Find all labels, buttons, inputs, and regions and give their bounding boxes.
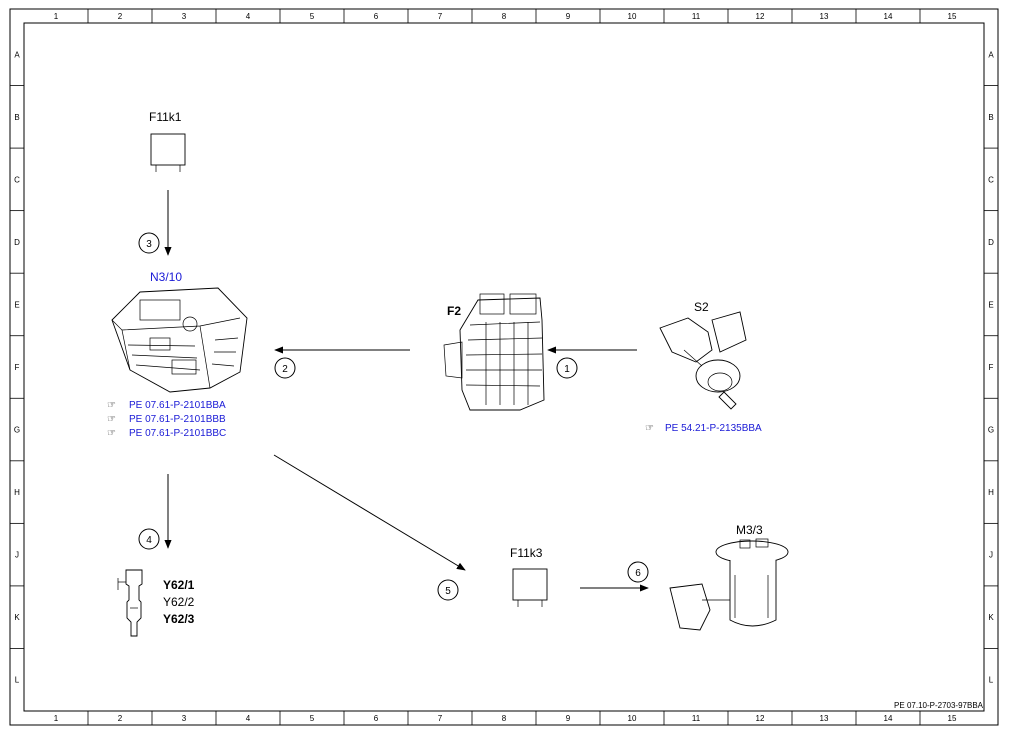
row-label-left-A: A <box>14 50 20 59</box>
col-label-top-5: 5 <box>310 12 315 21</box>
col-label-top-11: 11 <box>692 12 701 21</box>
row-label-left-E: E <box>14 300 19 309</box>
col-label-bottom-11: 11 <box>692 714 701 723</box>
col-label-bottom-8: 8 <box>502 714 507 723</box>
fuel-pump-m3-3: M3/3 <box>669 523 789 631</box>
col-label-top-1: 1 <box>54 12 59 21</box>
row-label-right-D: D <box>988 238 994 247</box>
col-label-bottom-7: 7 <box>438 714 443 723</box>
label-m3-3: M3/3 <box>736 523 763 537</box>
ignition-switch-s2: S2 <box>659 300 747 410</box>
grid-labels: 1122334455667788991010111112121313141415… <box>14 12 994 723</box>
col-label-top-13: 13 <box>820 12 829 21</box>
step-2: 2 <box>282 364 288 375</box>
col-label-top-12: 12 <box>756 12 765 21</box>
row-label-right-L: L <box>989 676 994 685</box>
label-y62-3: Y62/3 <box>163 612 195 626</box>
step-4: 4 <box>146 535 152 546</box>
col-label-top-2: 2 <box>118 12 123 21</box>
label-y62-2: Y62/2 <box>163 595 195 609</box>
step-3: 3 <box>146 239 152 250</box>
col-label-bottom-6: 6 <box>374 714 379 723</box>
col-label-bottom-5: 5 <box>310 714 315 723</box>
row-label-left-H: H <box>14 488 20 497</box>
col-label-bottom-15: 15 <box>948 714 957 723</box>
col-label-bottom-10: 10 <box>628 714 637 723</box>
col-label-top-4: 4 <box>246 12 251 21</box>
flow-arrows <box>164 190 649 592</box>
col-label-top-9: 9 <box>566 12 571 21</box>
document-id: PE 07.10-P-2703-97BBA <box>894 701 984 710</box>
row-label-left-B: B <box>14 113 19 122</box>
relay-f11k1: F11k1 <box>149 110 186 172</box>
ref-n3-10-3[interactable]: PE 07.61-P-2101BBC <box>129 428 226 439</box>
row-label-left-K: K <box>14 613 20 622</box>
control-unit-n3-10: N3/10 <box>111 270 248 393</box>
refs-s2: ☞ PE 54.21-P-2135BBA <box>645 423 762 434</box>
row-label-right-K: K <box>988 613 994 622</box>
row-label-right-H: H <box>988 488 994 497</box>
ref-n3-10-1[interactable]: PE 07.61-P-2101BBA <box>129 400 226 411</box>
col-label-top-3: 3 <box>182 12 187 21</box>
row-label-left-D: D <box>14 238 20 247</box>
injectors-y62: Y62/1 Y62/2 Y62/3 <box>117 569 195 637</box>
inner-frame <box>23 22 985 712</box>
ref-n3-10-2[interactable]: PE 07.61-P-2101BBB <box>129 414 226 425</box>
step-5: 5 <box>445 586 451 597</box>
row-label-left-L: L <box>15 676 20 685</box>
row-label-left-G: G <box>14 426 20 435</box>
col-label-bottom-1: 1 <box>54 714 59 723</box>
row-label-left-J: J <box>15 551 19 560</box>
col-label-bottom-9: 9 <box>566 714 571 723</box>
pointer-icon: ☞ <box>107 414 116 425</box>
col-label-bottom-4: 4 <box>246 714 251 723</box>
col-label-top-10: 10 <box>628 12 637 21</box>
label-y62-1: Y62/1 <box>163 578 195 592</box>
col-label-bottom-3: 3 <box>182 714 187 723</box>
col-label-top-7: 7 <box>438 12 443 21</box>
row-label-right-E: E <box>988 300 993 309</box>
pointer-icon: ☞ <box>107 400 116 411</box>
col-label-bottom-12: 12 <box>756 714 765 723</box>
row-label-left-C: C <box>14 175 20 184</box>
col-label-bottom-13: 13 <box>820 714 829 723</box>
relay-f11k3: F11k3 <box>510 546 548 607</box>
row-label-right-F: F <box>989 363 994 372</box>
row-label-right-G: G <box>988 426 994 435</box>
label-n3-10: N3/10 <box>150 270 182 284</box>
row-label-right-C: C <box>988 175 994 184</box>
row-label-right-B: B <box>988 113 993 122</box>
row-label-left-F: F <box>15 363 20 372</box>
label-f11k1: F11k1 <box>149 110 182 124</box>
grid-ticks <box>10 9 998 725</box>
label-f2: F2 <box>447 304 461 318</box>
col-label-top-14: 14 <box>884 12 893 21</box>
label-s2: S2 <box>694 300 709 314</box>
col-label-bottom-14: 14 <box>884 714 893 723</box>
ref-s2[interactable]: PE 54.21-P-2135BBA <box>665 423 762 434</box>
col-label-bottom-2: 2 <box>118 714 123 723</box>
refs-n3-10: ☞ PE 07.61-P-2101BBA ☞ PE 07.61-P-2101BB… <box>107 400 226 439</box>
label-f11k3: F11k3 <box>510 546 543 560</box>
fuse-box-f2: F2 <box>443 293 545 411</box>
outer-frame <box>9 8 999 726</box>
pointer-icon: ☞ <box>645 423 654 434</box>
col-label-top-15: 15 <box>948 12 957 21</box>
row-label-right-J: J <box>989 551 993 560</box>
row-label-right-A: A <box>988 50 994 59</box>
step-markers: 1 2 3 4 5 6 <box>138 232 649 601</box>
col-label-top-8: 8 <box>502 12 507 21</box>
col-label-top-6: 6 <box>374 12 379 21</box>
pointer-icon: ☞ <box>107 428 116 439</box>
step-1: 1 <box>564 364 570 375</box>
step-6: 6 <box>635 568 641 579</box>
